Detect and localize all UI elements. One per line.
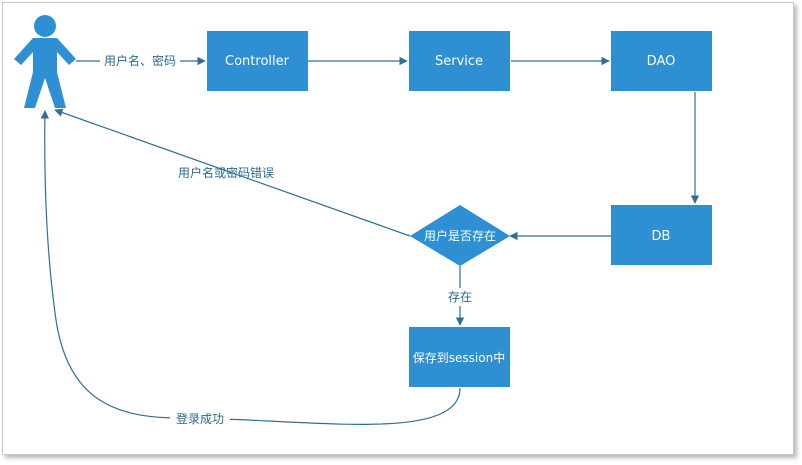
node-dao bbox=[611, 31, 712, 91]
edge-label-credentials: 用户名、密码 bbox=[104, 53, 176, 68]
node-dao-label: DAO bbox=[647, 54, 676, 69]
edge-label-exists: 存在 bbox=[448, 290, 472, 304]
node-decision bbox=[410, 205, 510, 266]
node-service-label: Service bbox=[435, 54, 483, 69]
edge-save-user bbox=[40, 110, 461, 425]
edge-decision-user bbox=[54, 108, 411, 237]
person-icon bbox=[14, 15, 76, 108]
edge-label-success: 登录成功 bbox=[176, 411, 224, 426]
node-decision-label: 用户是否存在 bbox=[424, 228, 496, 243]
node-db-label: DB bbox=[652, 229, 671, 244]
node-db bbox=[611, 205, 712, 265]
node-controller-label: Controller bbox=[225, 54, 290, 69]
node-controller bbox=[207, 31, 308, 91]
edge-label-error: 用户名或密码错误 bbox=[178, 165, 274, 180]
node-service bbox=[409, 31, 510, 91]
node-save-label: 保存到session中 bbox=[413, 350, 505, 365]
node-save bbox=[409, 327, 510, 387]
